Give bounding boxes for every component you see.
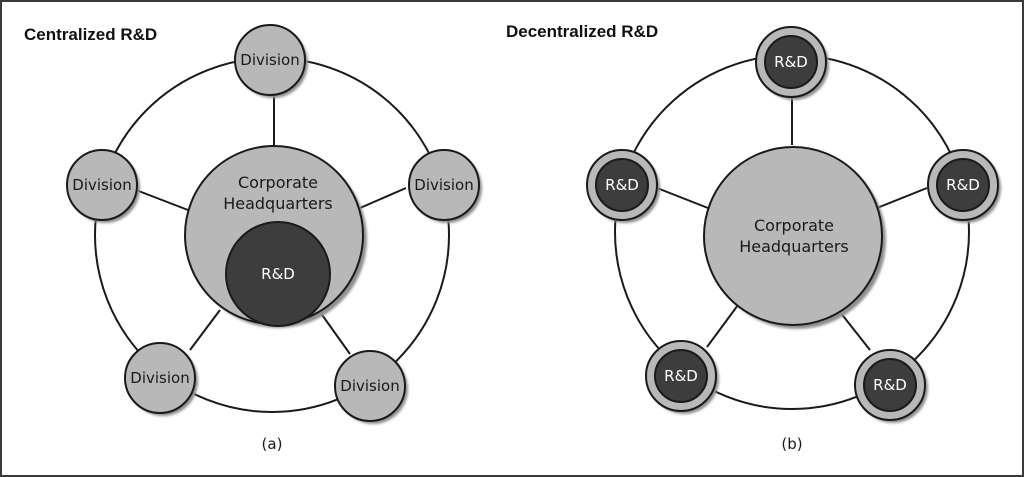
division-label: Division — [240, 51, 299, 69]
panel-b-headquarters: Corporate Headquarters — [703, 146, 886, 329]
division-node-right: Division — [408, 149, 482, 223]
rd-label: R&D — [605, 176, 639, 194]
panel-b-spokes — [656, 96, 928, 351]
rd-node-top: R&D — [755, 26, 829, 100]
rd-node-right: R&D — [927, 149, 1001, 223]
division-label: Division — [130, 369, 189, 387]
panel-a-hq-line2: Headquarters — [223, 194, 333, 213]
rd-label: R&D — [774, 53, 808, 71]
panel-a-caption: (a) — [262, 435, 283, 453]
rd-node-bottom-right: R&D — [854, 349, 928, 423]
rd-label: R&D — [664, 367, 698, 385]
panel-a-title: Centralized R&D — [24, 25, 157, 44]
division-node-top: Division — [234, 24, 308, 98]
division-node-bottom-right: Division — [334, 350, 408, 424]
rd-label: R&D — [873, 376, 907, 394]
panel-a-hq-line1: Corporate — [238, 173, 318, 192]
panel-a-spokes — [135, 95, 407, 355]
panel-b-caption: (b) — [781, 435, 802, 453]
rd-node-left: R&D — [586, 149, 660, 223]
rd-node-bottom-left: R&D — [645, 340, 719, 414]
panel-b-title: Decentralized R&D — [506, 22, 658, 41]
division-node-bottom-left: Division — [124, 342, 198, 416]
division-label: Division — [72, 176, 131, 194]
panel-a-rd-label: R&D — [261, 265, 295, 283]
panel-a-central-rd: R&D — [225, 221, 331, 327]
panel-b-hq-line1: Corporate — [754, 216, 834, 235]
panel-b-hq-line2: Headquarters — [739, 237, 849, 256]
division-label: Division — [414, 176, 473, 194]
panel-decentralized: Decentralized R&D Corporate Headquarters… — [506, 22, 1001, 453]
division-node-left: Division — [66, 149, 140, 223]
division-label: Division — [340, 377, 399, 395]
rd-label: R&D — [946, 176, 980, 194]
panel-centralized: Centralized R&D Corporate Headquarters R… — [24, 24, 482, 453]
